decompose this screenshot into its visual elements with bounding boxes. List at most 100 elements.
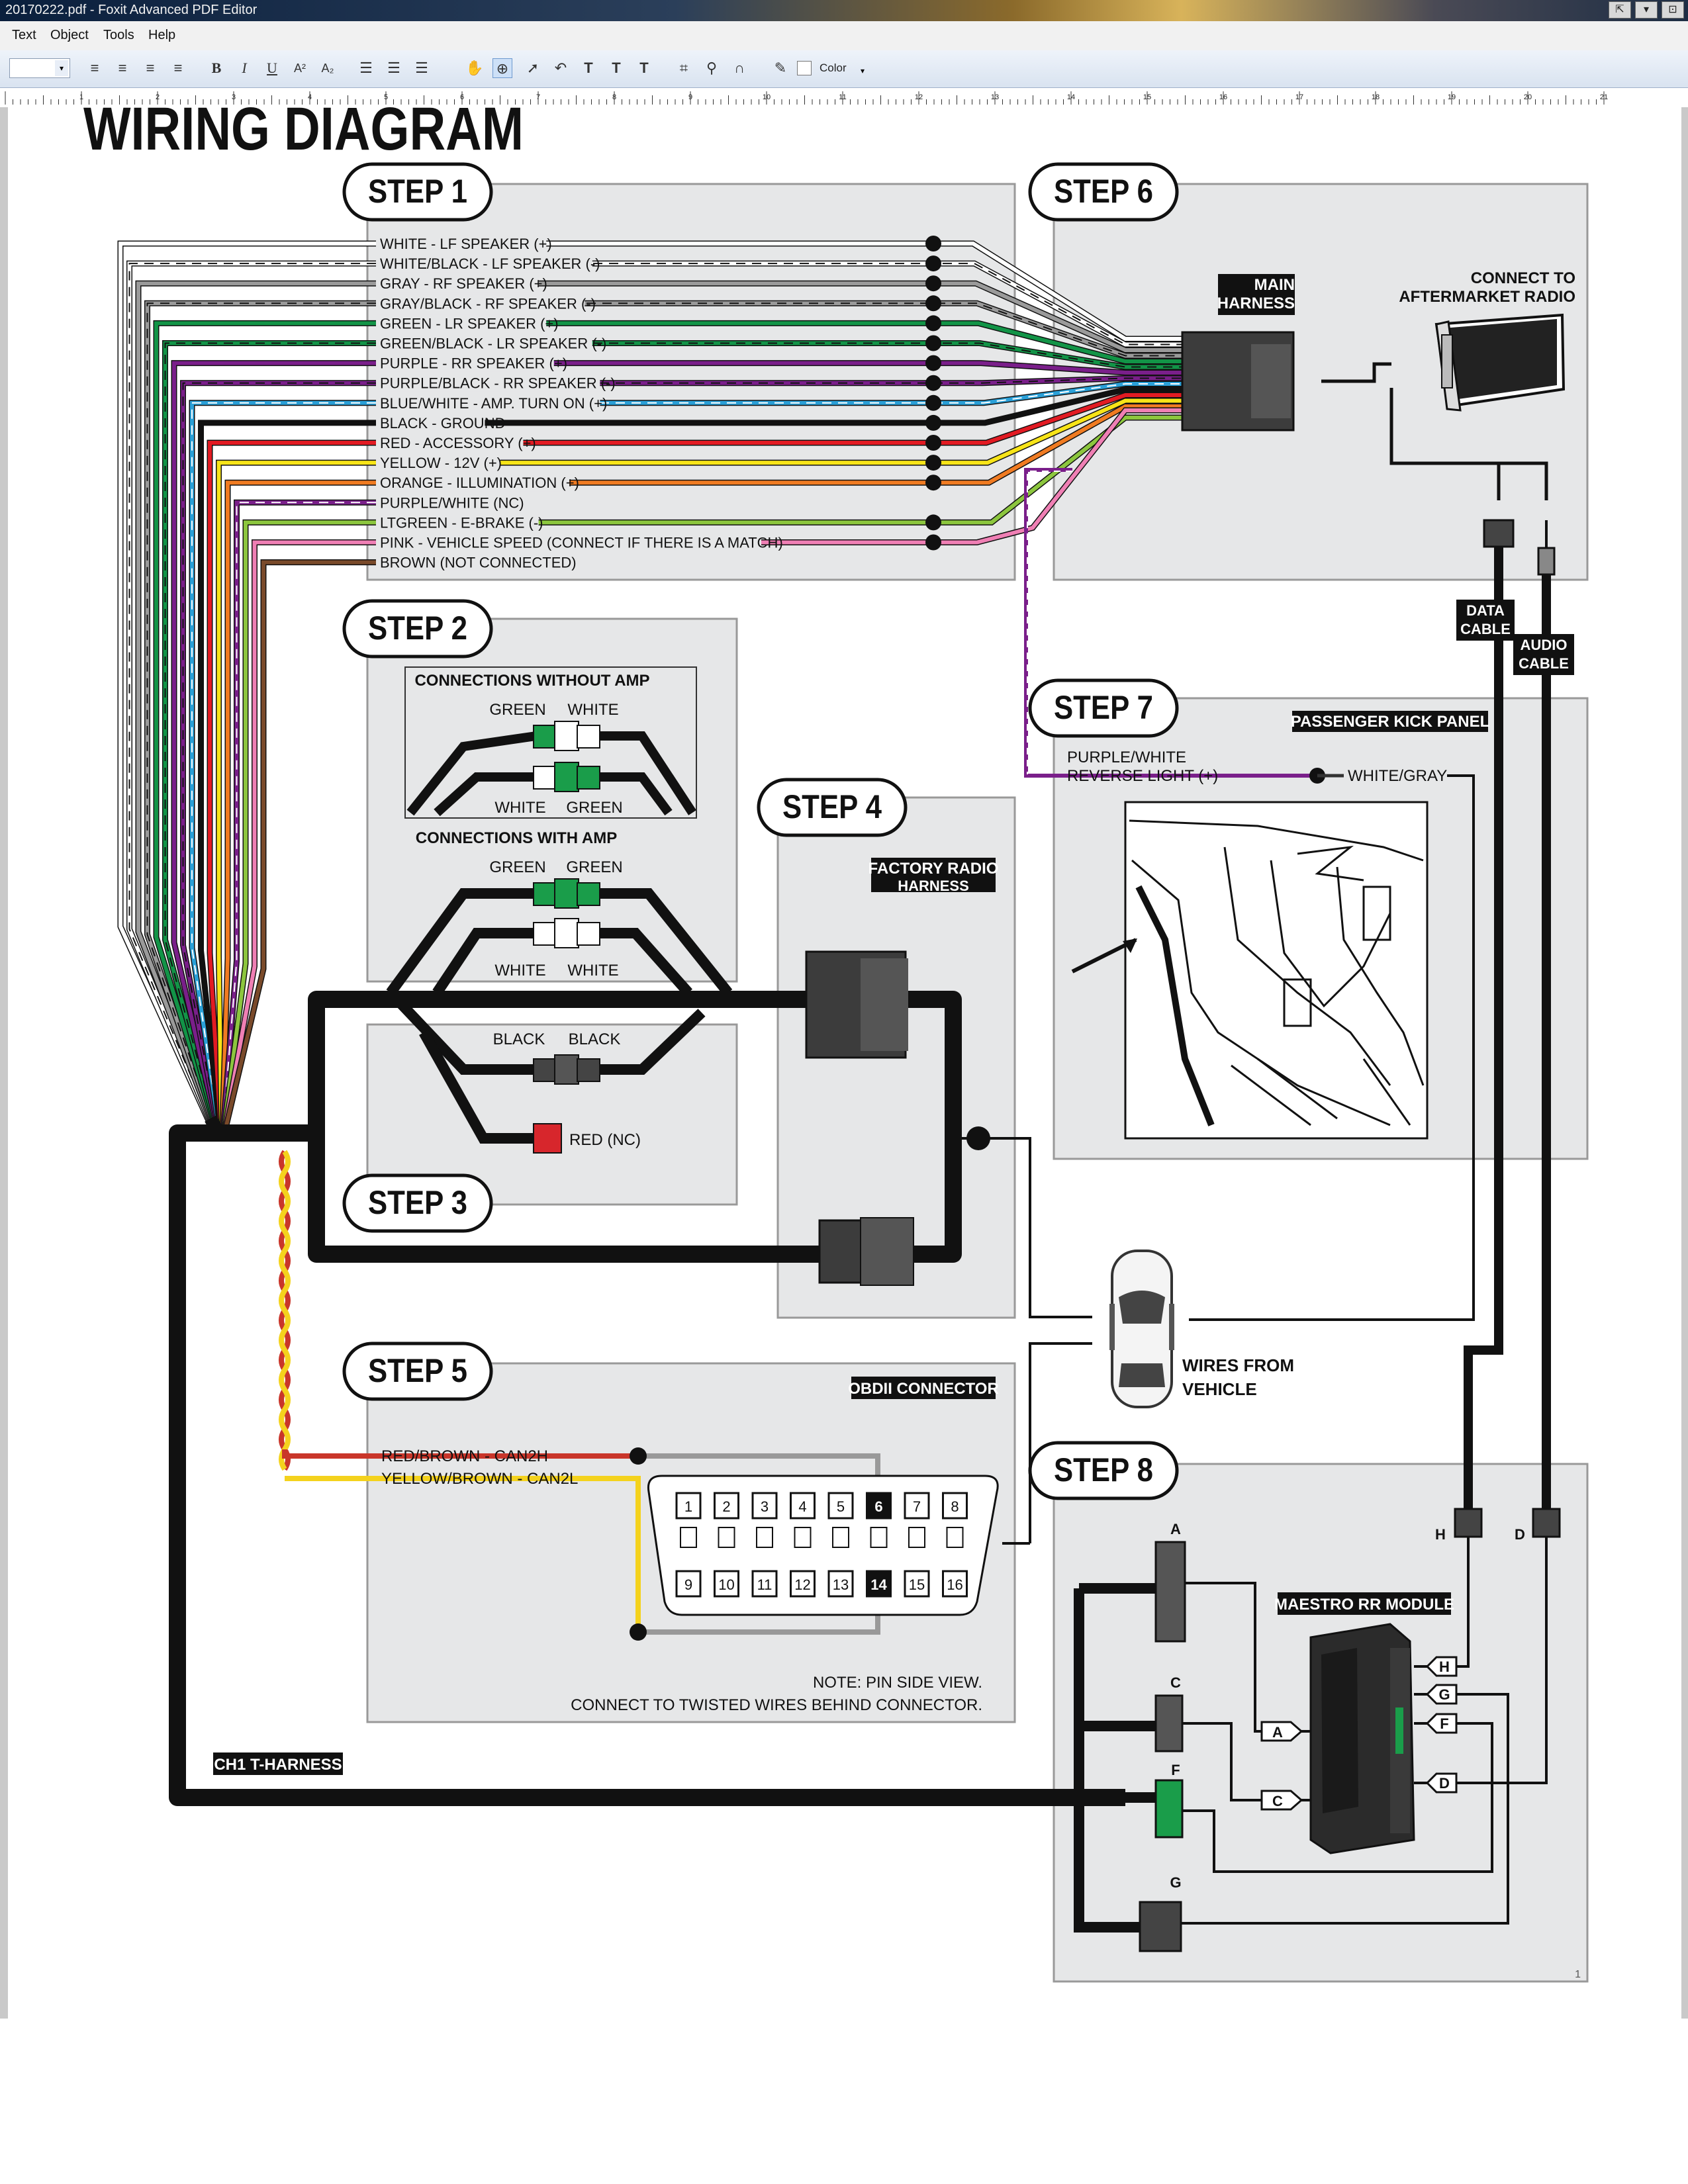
font-size-select[interactable]: ▾ xyxy=(9,58,70,78)
list-icon[interactable]: ☰ xyxy=(387,60,400,76)
obd-pin xyxy=(942,1570,968,1598)
justify-icon[interactable]: ≡ xyxy=(173,60,183,76)
wire-label: ORANGE - ILLUMINATION (+) xyxy=(380,475,579,491)
plug-g-wire xyxy=(1181,1693,1509,1925)
obd-pin-slot xyxy=(718,1527,735,1548)
white-plug xyxy=(554,918,579,948)
align-center-icon[interactable]: ≡ xyxy=(118,60,127,76)
data-cable-label-1: DATA xyxy=(1466,602,1505,619)
without-amp-green-label: GREEN xyxy=(489,701,545,719)
factory-radio-label-1: FACTORY RADIO xyxy=(868,860,999,878)
obd-pin-label: 10 xyxy=(718,1576,734,1593)
obd-pin-slot xyxy=(794,1527,812,1548)
bold-icon[interactable]: B xyxy=(211,60,222,76)
list-icon[interactable]: ☰ xyxy=(359,60,373,76)
main-harness-label-2: HARNESS xyxy=(1217,295,1295,312)
menu-help[interactable]: Help xyxy=(148,28,176,42)
plug-a-wire xyxy=(1185,1582,1262,1733)
red-wire xyxy=(419,1030,536,1144)
undo-icon[interactable]: ↶ xyxy=(554,60,567,76)
white-plug xyxy=(554,721,579,751)
menu-tools[interactable]: Tools xyxy=(103,28,134,42)
black-label-1: BLACK xyxy=(493,1030,545,1048)
path-icon[interactable]: ∩ xyxy=(734,60,745,76)
radio-audio-wire xyxy=(1389,388,1548,500)
port-c-tag xyxy=(1260,1790,1303,1811)
wire-fan xyxy=(199,420,376,1126)
wire-junction-dot xyxy=(925,335,941,351)
minimize-button[interactable]: ▾ xyxy=(1635,1,1658,19)
plug-f-label: F xyxy=(1171,1762,1180,1778)
wire-label: GREEN/BLACK - LR SPEAKER (-) xyxy=(380,336,606,352)
superscript-icon[interactable]: A² xyxy=(294,62,306,75)
wire-label-bg xyxy=(377,275,539,293)
wire-stripe xyxy=(128,263,376,1126)
wire-fan xyxy=(172,361,376,1126)
wire-junction-dot xyxy=(925,236,941,251)
align-left-icon[interactable]: ≡ xyxy=(90,60,99,76)
wire-label-bg xyxy=(377,474,569,492)
wire-fan xyxy=(220,480,376,1126)
link-icon[interactable]: ⚲ xyxy=(706,60,718,76)
step-badge xyxy=(342,1342,493,1401)
wire-fan xyxy=(223,540,376,1126)
subscript-icon[interactable]: A₂ xyxy=(321,62,334,75)
eyedropper-icon[interactable]: ✎ xyxy=(774,60,787,76)
plug-f xyxy=(1154,1779,1184,1839)
t-harness-label-box xyxy=(213,1752,343,1775)
t-harness-loop xyxy=(308,991,962,1263)
green-plug xyxy=(533,882,557,906)
menu-text[interactable]: Text xyxy=(12,28,36,42)
red-plug xyxy=(533,1123,562,1154)
kick-panel-photo xyxy=(1124,801,1429,1140)
obd-pin-label: 11 xyxy=(757,1576,773,1593)
list-icon[interactable]: ☰ xyxy=(415,60,428,76)
color-button[interactable]: Color ▾ xyxy=(797,58,870,78)
can-twisted-pair xyxy=(279,1150,291,1471)
obd-pin-slot xyxy=(870,1527,888,1548)
obd-pin xyxy=(904,1492,930,1520)
zoom-tool-icon[interactable]: ⊕ xyxy=(492,58,512,78)
wire-label-bg xyxy=(377,414,485,432)
black-plug xyxy=(577,1058,600,1082)
wire-label: BROWN (NOT CONNECTED) xyxy=(380,555,577,571)
underline-icon[interactable]: U xyxy=(267,60,277,76)
wire-run xyxy=(522,242,1182,341)
with-amp-green-label-2: GREEN xyxy=(566,858,622,876)
obd-pin-label: 13 xyxy=(833,1576,849,1593)
wire-label-bg xyxy=(377,454,500,472)
text-tool-icon[interactable]: T xyxy=(639,60,649,76)
wire-label: GREEN - LR SPEAKER (+) xyxy=(380,315,559,332)
ruler-mark: 15 xyxy=(1143,93,1151,101)
hand-tool-icon[interactable]: ✋ xyxy=(465,60,484,76)
d-cable-end xyxy=(1532,1508,1561,1538)
step-badge xyxy=(342,1173,493,1233)
wire-junction-dot xyxy=(925,514,941,531)
wire-label: PINK - VEHICLE SPEED (CONNECT IF THERE I… xyxy=(380,535,783,551)
black-wire-a xyxy=(387,989,536,1075)
align-right-icon[interactable]: ≡ xyxy=(146,60,155,76)
obd-label: OBDII CONNECTOR xyxy=(848,1380,999,1398)
module-port-label: H xyxy=(1439,1659,1450,1675)
obd-pin xyxy=(751,1570,778,1598)
without-amp-label: CONNECTIONS WITHOUT AMP xyxy=(414,672,649,690)
text-tool-icon[interactable]: T xyxy=(584,60,593,76)
wire-group: WHITE - LF SPEAKER (+)WHITE/BLACK - LF S… xyxy=(117,235,1182,1136)
obd-pin xyxy=(751,1492,778,1520)
port-h-wire xyxy=(1456,1534,1470,1668)
ruler-mark: 8 xyxy=(612,93,616,101)
toolbar: ▾ ≡ ≡ ≡ ≡ B I U A² A₂ ☰ ☰ ☰ ✋ ⊕ ➚ ↶ T T … xyxy=(0,50,1688,88)
crop-icon[interactable]: ⌗ xyxy=(679,60,688,76)
wire-label-bg xyxy=(377,434,524,451)
italic-icon[interactable]: I xyxy=(242,60,247,76)
text-tool-icon[interactable]: T xyxy=(612,60,621,76)
reverse-light-label: REVERSE LIGHT (+) xyxy=(1067,767,1218,785)
menu-object[interactable]: Object xyxy=(50,28,89,42)
without-amp-wire-3 xyxy=(434,772,536,817)
select-tool-icon[interactable]: ➚ xyxy=(526,60,539,76)
restore-button[interactable]: ⇱ xyxy=(1609,1,1631,19)
ruler-mark: 19 xyxy=(1448,93,1456,101)
close-button[interactable]: ⊡ xyxy=(1662,1,1684,19)
